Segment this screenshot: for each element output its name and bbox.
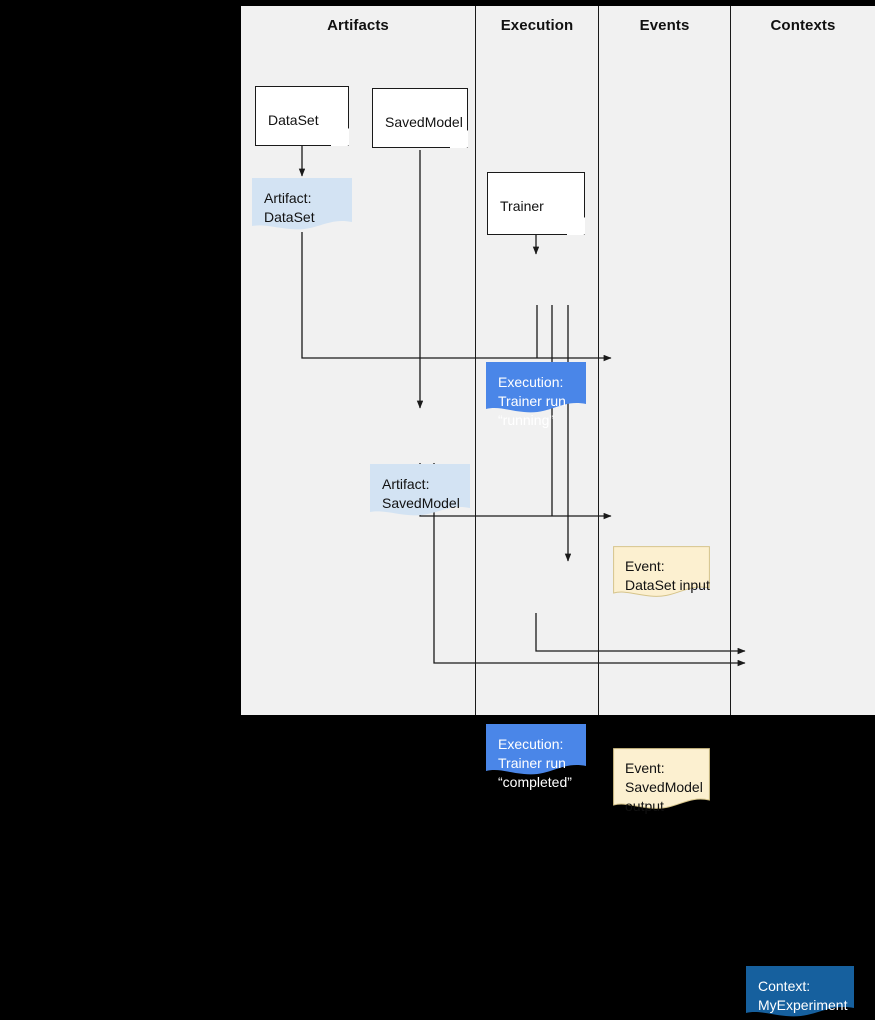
document-fold-icon bbox=[567, 217, 585, 235]
node-context-myexperiment-label: Context: MyExperiment bbox=[758, 978, 848, 1013]
node-dataset-label: DataSet bbox=[268, 112, 319, 128]
node-exec-completed[interactable]: Execution: Trainer run “completed” bbox=[486, 724, 586, 790]
node-artifact-dataset-label: Artifact: DataSet bbox=[264, 190, 315, 225]
node-event-dataset-input-label: Event: DataSet input bbox=[625, 558, 710, 593]
lane-divider-events-contexts bbox=[730, 6, 731, 715]
wavy-document-shape bbox=[252, 178, 352, 230]
lane-title-contexts: Contexts bbox=[770, 17, 836, 34]
node-dataset[interactable]: DataSet bbox=[255, 86, 349, 146]
node-trainer[interactable]: Trainer bbox=[487, 172, 585, 235]
node-artifact-dataset[interactable]: Artifact: DataSet bbox=[252, 178, 352, 232]
document-fold-icon bbox=[331, 128, 349, 146]
lane-title-events: Events bbox=[639, 17, 690, 34]
node-trainer-label: Trainer bbox=[500, 198, 544, 214]
document-fold-icon bbox=[450, 130, 468, 148]
node-context-myexperiment[interactable]: Context: MyExperiment bbox=[746, 966, 854, 1020]
lane-divider-execution-events bbox=[598, 6, 599, 715]
node-savedmodel-label: SavedModel bbox=[385, 114, 463, 130]
node-exec-completed-label: Execution: Trainer run “completed” bbox=[498, 736, 572, 790]
node-event-dataset-input[interactable]: Event: DataSet input bbox=[613, 546, 710, 600]
node-event-savedmodel-output[interactable]: Event: SavedModel output bbox=[613, 748, 710, 814]
lane-title-execution: Execution bbox=[500, 17, 574, 34]
node-savedmodel[interactable]: SavedModel bbox=[372, 88, 468, 148]
wavy-document-shape bbox=[486, 362, 586, 413]
diagram-canvas: Artifacts Execution Events Contexts bbox=[0, 0, 875, 721]
node-exec-running[interactable]: Execution: Trainer run “running” bbox=[486, 362, 586, 428]
node-artifact-savedmodel[interactable]: Artifact: SavedModel bbox=[370, 464, 470, 518]
wavy-document-shape bbox=[613, 546, 710, 597]
lane-title-artifacts: Artifacts bbox=[327, 17, 389, 34]
node-artifact-savedmodel-label: Artifact: SavedModel bbox=[382, 476, 460, 511]
lane-divider-artifacts-execution bbox=[475, 6, 476, 715]
node-event-savedmodel-output-label: Event: SavedModel output bbox=[625, 760, 703, 814]
wavy-document-shape bbox=[370, 464, 470, 516]
node-exec-running-label: Execution: Trainer run “running” bbox=[498, 374, 566, 428]
